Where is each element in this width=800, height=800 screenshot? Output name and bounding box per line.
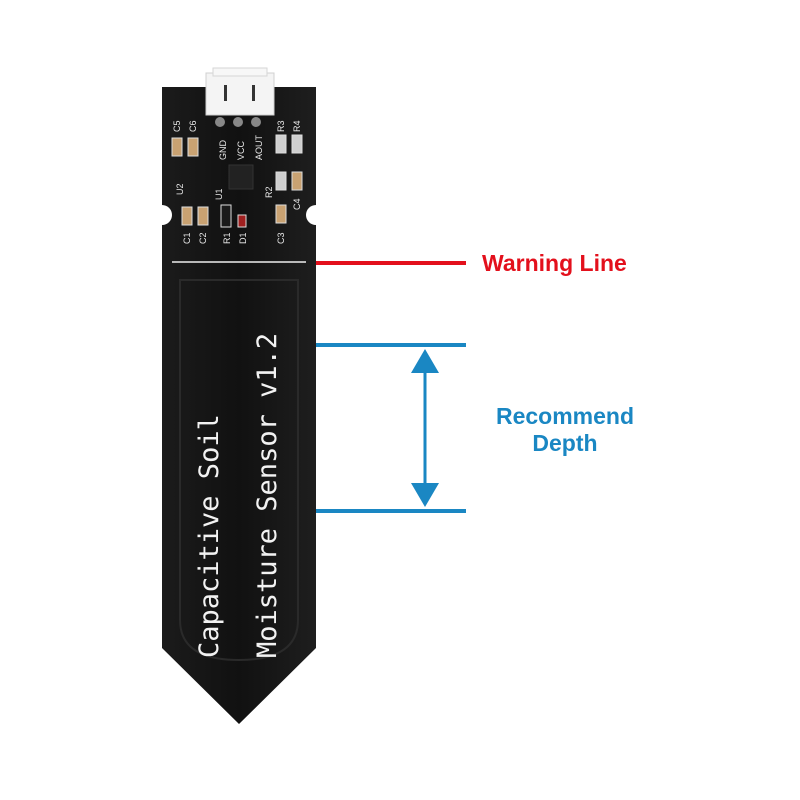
board-title-line1: Capacitive Soil xyxy=(194,414,225,658)
label-c3: C3 xyxy=(276,232,286,244)
label-c6: C6 xyxy=(188,120,198,132)
label-c5: C5 xyxy=(172,120,182,132)
warning-line-label: Warning Line xyxy=(482,250,627,276)
pin-label-gnd: GND xyxy=(218,140,228,161)
depth-arrow-icon xyxy=(411,349,439,507)
board-title-line2: Moisture Sensor v1.2 xyxy=(252,333,283,658)
label-r2: R2 xyxy=(264,186,274,198)
pin-label-vcc: VCC xyxy=(236,140,246,160)
smd-components xyxy=(171,134,303,228)
label-u1: U1 xyxy=(214,188,224,200)
pcb-board xyxy=(162,87,316,724)
label-c2: C2 xyxy=(198,232,208,244)
pin-label-aout: AOUT xyxy=(254,134,264,160)
recommend-depth-label-line2: Depth xyxy=(532,430,598,456)
label-r1: R1 xyxy=(222,232,232,244)
sensing-pad xyxy=(179,279,299,662)
recommend-depth-label: Recommend Depth xyxy=(470,403,660,457)
label-c1: C1 xyxy=(182,232,192,244)
label-d1: D1 xyxy=(238,232,248,244)
jst-connector xyxy=(205,67,275,127)
label-r4: R4 xyxy=(292,120,302,132)
label-r3: R3 xyxy=(276,120,286,132)
label-c4: C4 xyxy=(292,198,302,210)
label-u2: U2 xyxy=(175,183,185,195)
recommend-depth-label-line1: Recommend xyxy=(495,403,635,429)
